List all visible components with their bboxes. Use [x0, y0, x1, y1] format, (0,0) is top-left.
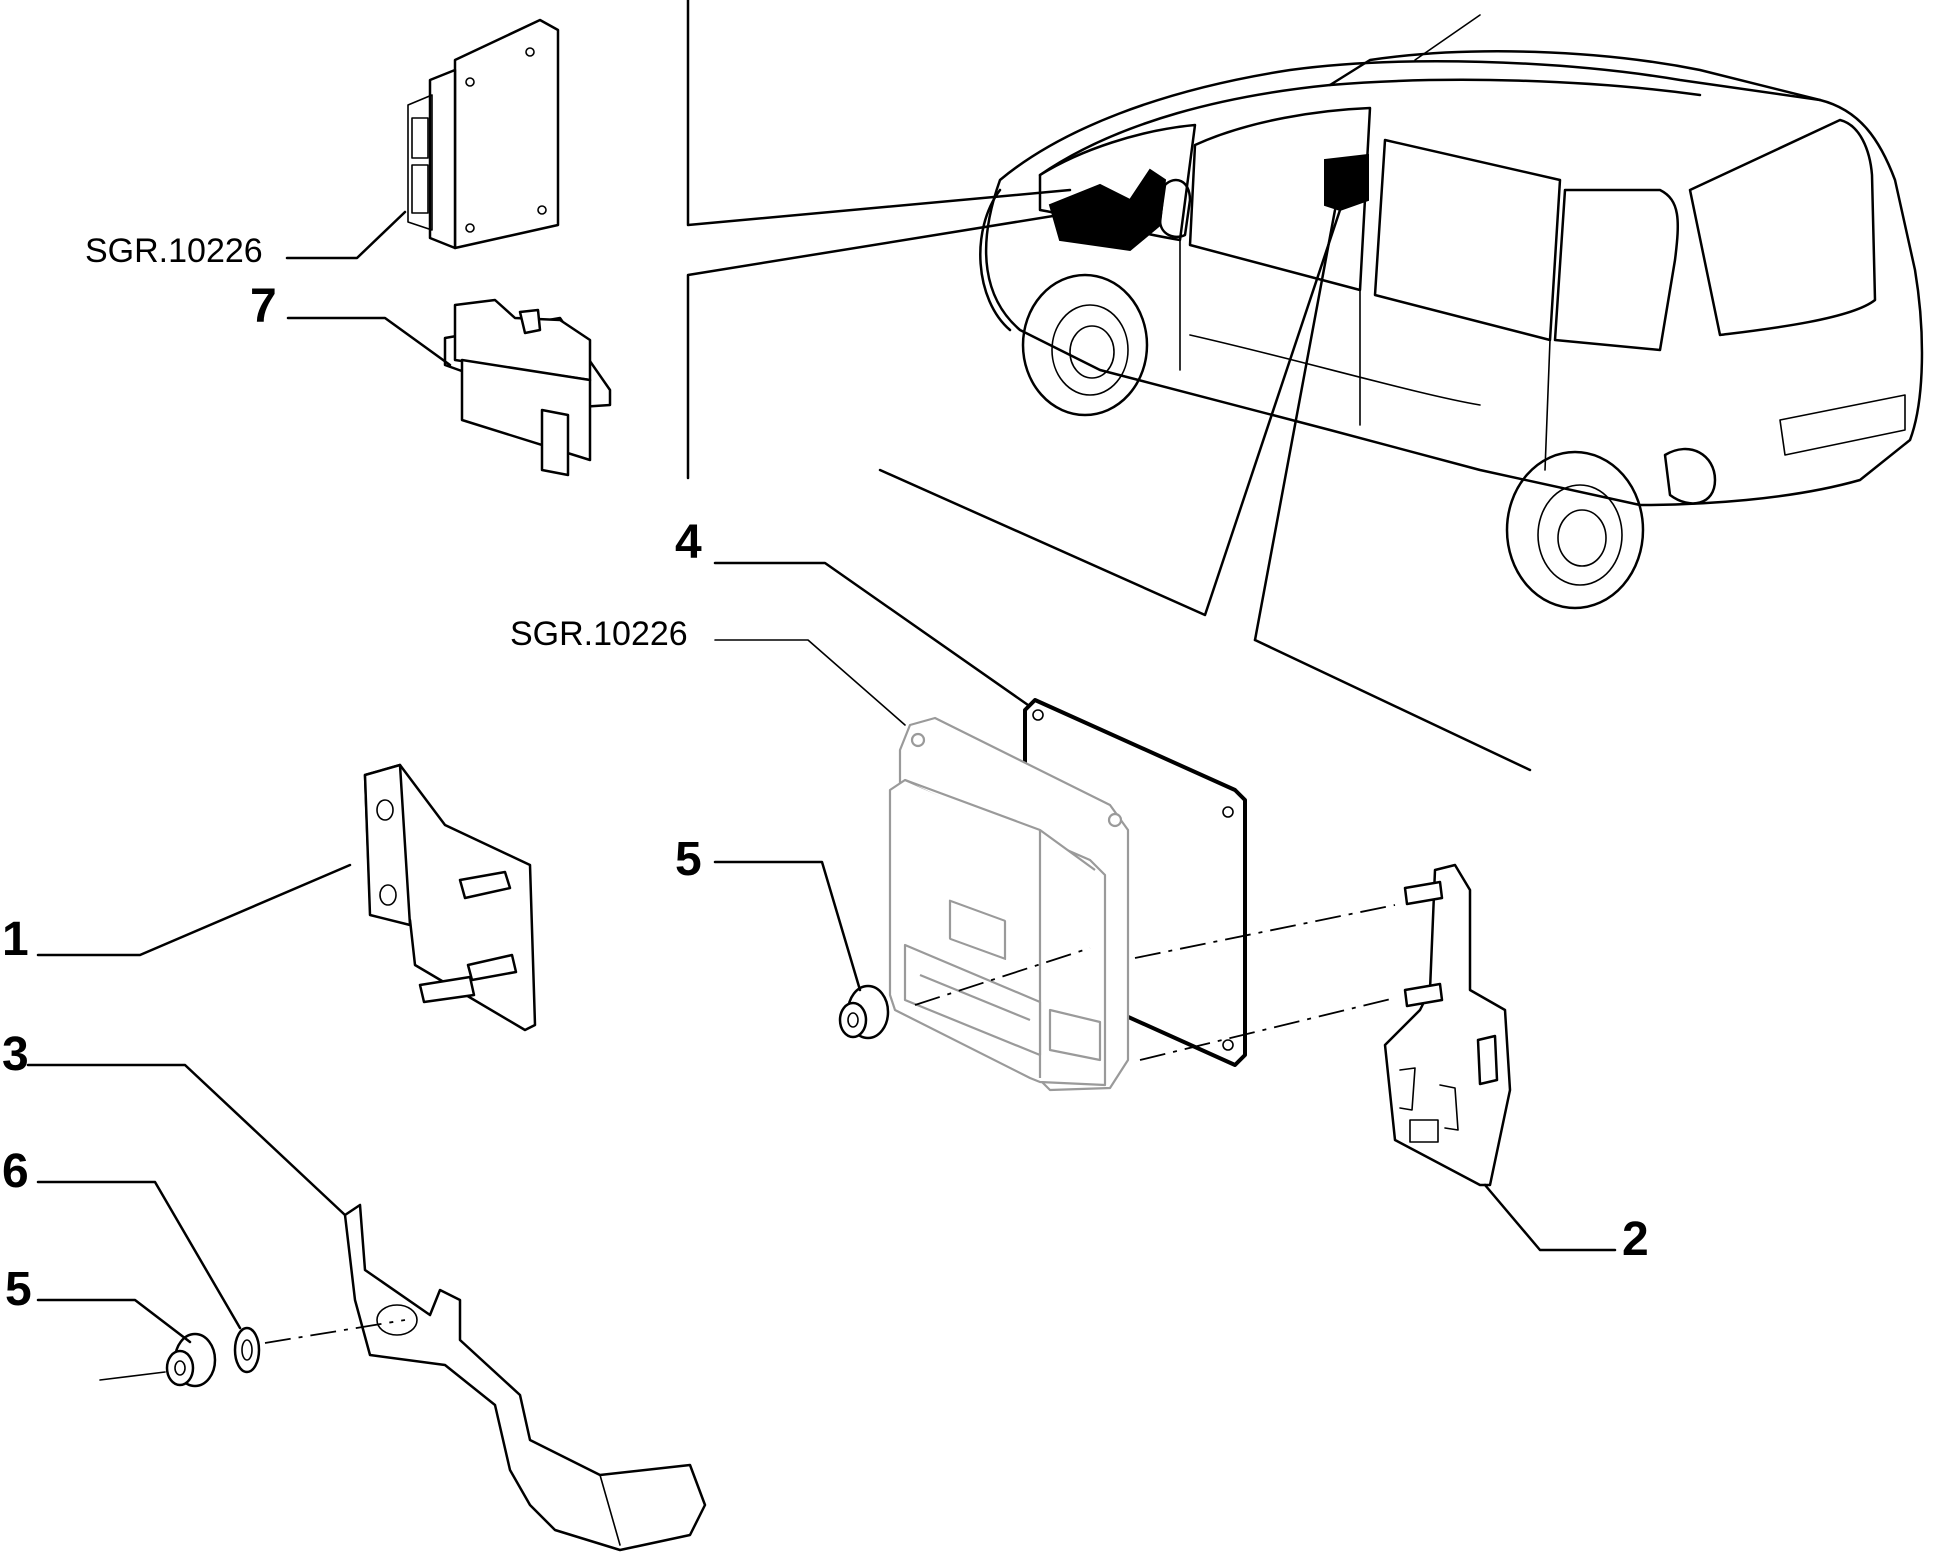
leader-3 — [26, 1063, 347, 1217]
callout-3: 3 — [2, 1028, 29, 1081]
leader-4 — [713, 561, 1030, 707]
assembly-axis-bottom — [1139, 997, 1396, 1061]
leader-7 — [286, 316, 452, 367]
vehicle-illustration — [979, 14, 1924, 610]
relay-module — [443, 298, 612, 477]
grommet-upper — [838, 984, 890, 1040]
grommet-lower — [165, 1332, 217, 1388]
callout-5-upper: 5 — [675, 833, 702, 886]
engine-control-unit — [888, 716, 1130, 1092]
assembly-axis-top — [1134, 904, 1396, 959]
bracket-left — [363, 763, 537, 1032]
callout-7: 7 — [250, 280, 277, 333]
callout-5-lower: 5 — [5, 1263, 32, 1316]
leader-sgr-top — [285, 210, 407, 260]
axis-line-lower — [99, 1371, 166, 1381]
leader-6 — [36, 1180, 242, 1330]
ecu-location-marker — [1048, 168, 1167, 252]
location-leader-lines — [686, 0, 1532, 772]
leader-sgr-mid — [714, 639, 906, 726]
assembly-axis-lower — [264, 1319, 406, 1344]
ref-label-sgr-mid: SGR.10226 — [510, 615, 688, 653]
bracket-right — [1383, 863, 1512, 1187]
callout-1: 1 — [2, 913, 29, 966]
module-location-marker — [1324, 153, 1369, 212]
assembly-axis-ecu-upper — [914, 947, 1091, 1006]
leader-5-upper — [713, 860, 862, 992]
callout-4: 4 — [675, 516, 702, 569]
control-module-top — [407, 18, 560, 250]
shield-bracket — [343, 1203, 707, 1552]
leader-2 — [1483, 1183, 1617, 1252]
leader-1 — [36, 863, 352, 957]
washer — [233, 1326, 261, 1374]
leader-5-lower — [36, 1298, 192, 1344]
ref-label-sgr-top: SGR.10226 — [85, 232, 263, 270]
callout-2: 2 — [1622, 1213, 1649, 1266]
callout-6: 6 — [2, 1145, 29, 1198]
